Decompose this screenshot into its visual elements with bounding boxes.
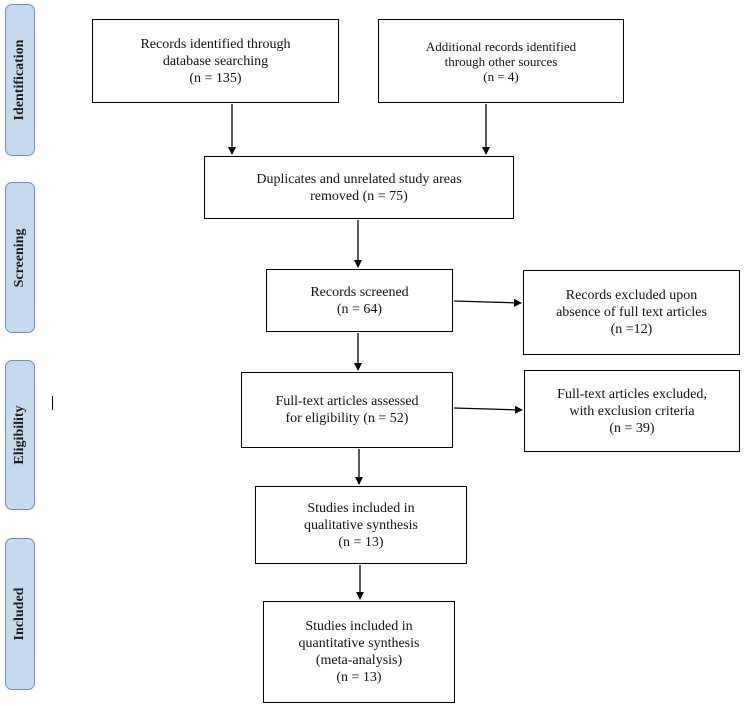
box-other-sources: Additional records identified through ot… — [378, 19, 624, 103]
phase-eligibility: Eligibility — [5, 360, 35, 510]
box-records-screened: Records screened (n = 64) — [266, 269, 453, 332]
box-duplicates-removed: Duplicates and unrelated study areas rem… — [204, 156, 514, 219]
box-quantitative-synthesis-text: Studies included in quantitative synthes… — [298, 619, 420, 685]
box-fulltext-assessed-text: Full-text articles assessed for eligibil… — [275, 394, 419, 426]
arrow-screened-to-excluded — [453, 298, 522, 307]
box-qualitative-synthesis: Studies included in qualitative synthesi… — [255, 486, 467, 564]
phase-identification: Identification — [5, 4, 35, 156]
phase-included: Included — [5, 538, 35, 690]
box-fulltext-assessed: Full-text articles assessed for eligibil… — [241, 372, 453, 448]
box-quantitative-synthesis: Studies included in quantitative synthes… — [263, 601, 455, 703]
stray-vertical-mark — [52, 396, 53, 410]
box-database-records-text: Records identified through database sear… — [140, 36, 291, 86]
box-records-screened-text: Records screened (n = 64) — [310, 284, 409, 317]
box-database-records: Records identified through database sear… — [92, 19, 339, 103]
box-fulltext-excluded-text: Full-text articles excluded, with exclus… — [557, 386, 707, 436]
box-duplicates-removed-text: Duplicates and unrelated study areas rem… — [256, 171, 462, 204]
phase-screening: Screening — [5, 182, 35, 333]
box-fulltext-excluded: Full-text articles excluded, with exclus… — [524, 370, 740, 452]
box-records-excluded-text: Records excluded upon absence of full te… — [556, 288, 707, 337]
box-qualitative-synthesis-text: Studies included in qualitative synthesi… — [304, 500, 418, 550]
arrow-assessed-to-fulltext-excluded — [453, 405, 523, 414]
box-other-sources-text: Additional records identified through ot… — [425, 38, 577, 84]
box-records-excluded: Records excluded upon absence of full te… — [523, 270, 740, 355]
